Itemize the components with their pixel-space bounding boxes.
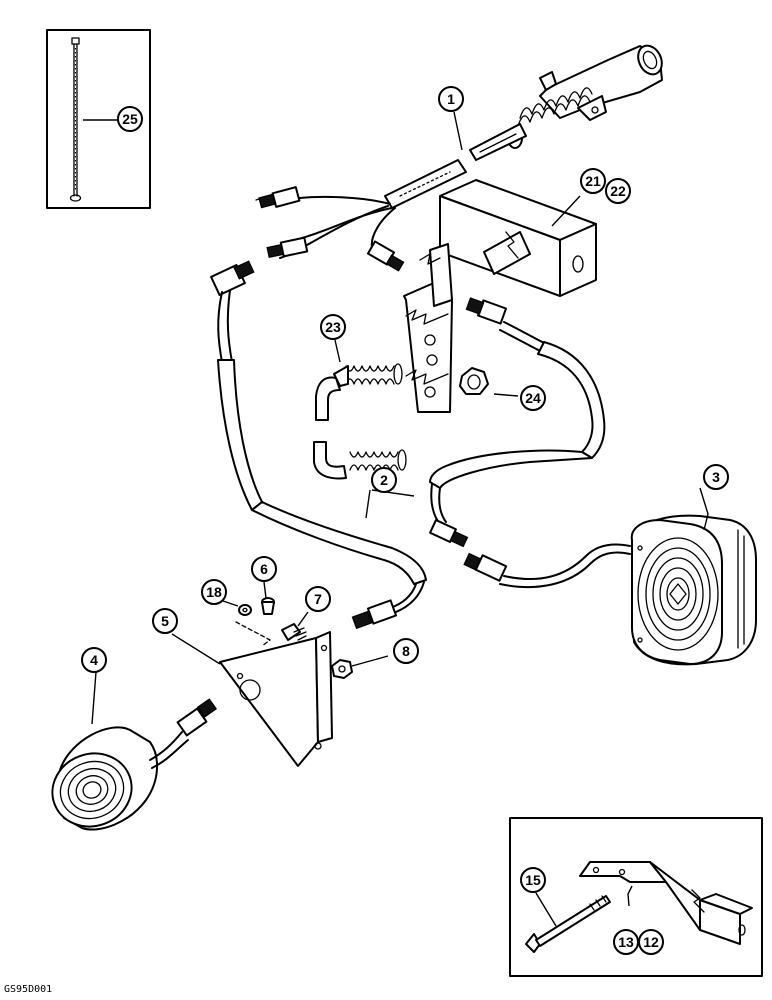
callout-7: 7 xyxy=(305,586,331,612)
svg-text:2: 2 xyxy=(380,472,388,488)
left-cable xyxy=(210,260,427,630)
harness-branches xyxy=(255,186,405,272)
connector-a xyxy=(255,186,301,209)
svg-text:18: 18 xyxy=(206,584,222,600)
connector-d xyxy=(210,260,255,296)
svg-text:22: 22 xyxy=(610,183,626,199)
connector-b xyxy=(266,236,309,259)
svg-text:3: 3 xyxy=(712,469,720,485)
leader-lines xyxy=(91,111,709,725)
svg-text:4: 4 xyxy=(90,652,98,668)
svg-text:12: 12 xyxy=(643,934,659,950)
callout-18: 18 xyxy=(201,579,227,605)
bolt-15 xyxy=(525,895,611,953)
callout-2: 2 xyxy=(371,467,397,493)
callout-25: 25 xyxy=(117,106,143,132)
connector-i xyxy=(176,698,218,737)
callout-4: 4 xyxy=(81,647,107,673)
callout-15: 15 xyxy=(520,867,546,893)
mounting-bracket xyxy=(219,631,333,767)
callout-6: 6 xyxy=(251,556,277,582)
nut-8 xyxy=(331,659,353,679)
sleeves xyxy=(313,339,407,480)
round-lamp xyxy=(51,698,218,831)
svg-text:24: 24 xyxy=(525,390,541,406)
svg-text:5: 5 xyxy=(161,613,169,629)
svg-text:23: 23 xyxy=(325,319,341,335)
drawbar-inset xyxy=(509,817,763,977)
callout-23: 23 xyxy=(320,314,346,340)
callout-3: 3 xyxy=(703,464,729,490)
callout-1: 1 xyxy=(438,86,464,112)
washer-18 xyxy=(238,604,252,616)
svg-text:15: 15 xyxy=(525,872,541,888)
svg-text:6: 6 xyxy=(260,561,268,577)
svg-text:21: 21 xyxy=(585,173,601,189)
connector-e xyxy=(351,599,398,630)
bolt-7 xyxy=(281,623,307,641)
callout-24: 24 xyxy=(520,385,546,411)
harness-plug-assembly xyxy=(384,44,663,209)
callout-21: 21 xyxy=(580,168,606,194)
svg-text:25: 25 xyxy=(122,111,138,127)
callout-12: 12 xyxy=(638,929,664,955)
svg-text:1: 1 xyxy=(447,91,455,107)
drawbar-bracket xyxy=(403,179,597,413)
cable-tie-inset xyxy=(46,29,151,209)
callout-5: 5 xyxy=(152,608,178,634)
cable-tie xyxy=(69,37,82,202)
svg-text:13: 13 xyxy=(618,934,634,950)
connector-c xyxy=(366,240,405,272)
connector-h xyxy=(463,552,508,582)
nut xyxy=(459,367,519,397)
callout-22: 22 xyxy=(605,178,631,204)
right-cable xyxy=(429,297,631,589)
callout-8: 8 xyxy=(393,638,419,664)
callout-13: 13 xyxy=(613,929,639,955)
connector-f xyxy=(465,297,508,325)
svg-text:7: 7 xyxy=(314,591,322,607)
connector-g xyxy=(429,519,469,548)
square-lamp xyxy=(630,514,757,666)
figure-code: GS95D001 xyxy=(4,984,52,995)
screw-6 xyxy=(261,597,275,615)
svg-text:8: 8 xyxy=(402,643,410,659)
